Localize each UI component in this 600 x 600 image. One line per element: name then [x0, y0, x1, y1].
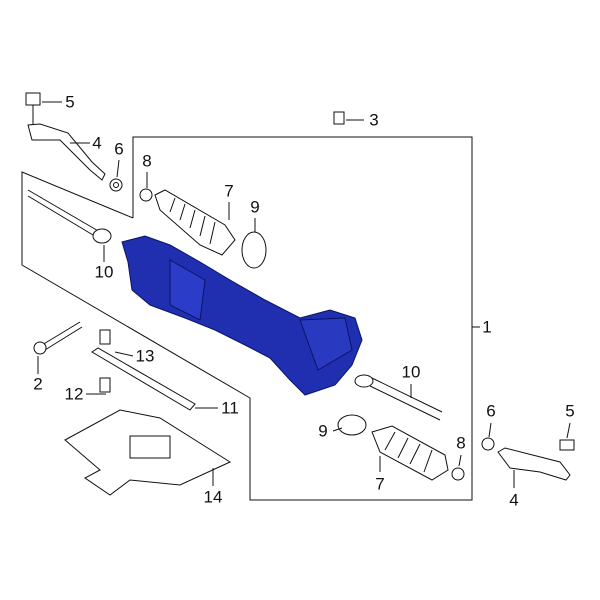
- callout-4-left: 4: [92, 133, 102, 153]
- callout-13: 13: [135, 346, 155, 366]
- tie-rod-end-left: [25, 92, 106, 181]
- callout-9-right: 9: [318, 421, 328, 441]
- callout-9-left: 9: [250, 197, 260, 217]
- boot-right: [371, 425, 465, 481]
- callout-8-right: 8: [456, 433, 466, 453]
- callout-4-right: 4: [509, 490, 519, 510]
- callout-8-left: 8: [142, 151, 152, 171]
- assembly-frame: [21, 136, 473, 501]
- callout-6-right: 6: [486, 401, 496, 421]
- callout-3: 3: [369, 110, 379, 130]
- nut-right-6: [109, 178, 123, 192]
- callout-7-right: 7: [375, 474, 385, 494]
- bolt-13: [99, 329, 111, 345]
- bolt-2: [33, 321, 83, 355]
- callout-5-right: 5: [565, 401, 575, 421]
- callout-5-left: 5: [65, 92, 75, 112]
- clamp-right: [337, 414, 367, 436]
- callout-11: 11: [221, 398, 239, 418]
- steering-rack: [121, 235, 363, 396]
- leader-lines: [37, 101, 571, 488]
- callout-1: 1: [482, 317, 492, 337]
- boot-left: [139, 188, 236, 256]
- inner-tie-rod-left: [27, 189, 112, 244]
- callout-6-left: 6: [114, 139, 124, 159]
- inner-tie-rod-right: [354, 374, 443, 421]
- clip-3: [333, 111, 345, 125]
- callout-10-left: 10: [94, 262, 114, 282]
- bolt-12: [99, 377, 111, 393]
- callout-12: 12: [64, 384, 84, 404]
- callout-10-right: 10: [401, 362, 421, 382]
- clamp-left: [241, 231, 267, 269]
- callout-7-left: 7: [224, 181, 234, 201]
- callout-14: 14: [203, 487, 223, 507]
- callout-2: 2: [33, 374, 43, 394]
- bar-11: [91, 347, 196, 411]
- tie-rod-end-right: [481, 437, 575, 481]
